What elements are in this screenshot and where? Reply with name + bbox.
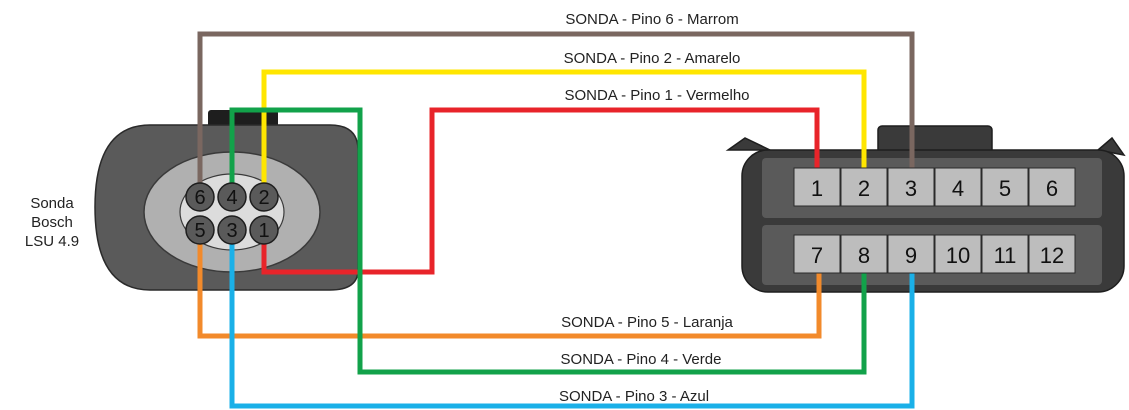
ecu-cell xyxy=(793,234,841,274)
wire-vermelho xyxy=(261,107,820,275)
sensor-pin-label: 4 xyxy=(226,187,237,209)
sensor-pin-6 xyxy=(185,182,215,212)
ecu-pin-label: 11 xyxy=(994,243,1017,268)
sensor-pin-label: 2 xyxy=(258,187,269,209)
sensor-pin-2 xyxy=(249,182,279,212)
ecu-pin-label: 3 xyxy=(905,176,917,201)
wire-label-laranja: SONDA - Pino 5 - Laranja xyxy=(561,314,733,331)
ecu-pin-label: 9 xyxy=(905,243,917,268)
ecu-cell xyxy=(887,167,935,207)
ecu-cell xyxy=(1028,167,1076,207)
ecu-pin-label: 5 xyxy=(999,176,1011,201)
ecu-cell xyxy=(887,234,935,274)
sensor-pin-5 xyxy=(185,215,215,245)
wire-laranja xyxy=(197,232,822,339)
ecu-cell xyxy=(934,167,982,207)
ecu-pin-label: 12 xyxy=(1040,243,1064,268)
ecu-cell xyxy=(840,234,888,274)
wire-verde xyxy=(229,107,867,375)
sensor-label-line-3: LSU 4.9 xyxy=(25,233,79,250)
ecu-pin-label: 2 xyxy=(858,176,870,201)
ecu-cell xyxy=(981,167,1029,207)
sensor-label-line-1: Sonda xyxy=(30,195,74,212)
wire-azul xyxy=(229,232,915,409)
ecu-pin-label: 8 xyxy=(858,243,870,268)
ecu-pin-label: 10 xyxy=(946,243,970,268)
wire-label-azul: SONDA - Pino 3 - Azul xyxy=(559,388,709,405)
wire-labels: SONDA - Pino 6 - Marrom SONDA - Pino 2 -… xyxy=(559,11,750,405)
ecu-pin-label: 6 xyxy=(1046,176,1058,201)
ecu-cell xyxy=(1028,234,1076,274)
wire-label-amarelo: SONDA - Pino 2 - Amarelo xyxy=(564,50,741,67)
sensor-pins: 6 4 2 5 3 1 xyxy=(185,182,279,245)
wire-label-vermelho: SONDA - Pino 1 - Vermelho xyxy=(564,87,749,104)
wire-marrom xyxy=(197,31,915,197)
wires xyxy=(197,31,915,409)
sensor-pin-label: 1 xyxy=(258,220,269,242)
ecu-cell xyxy=(840,167,888,207)
sensor-pin-label: 5 xyxy=(194,220,205,242)
sensor-pin-4 xyxy=(217,182,247,212)
ecu-cell xyxy=(981,234,1029,274)
ecu-pin-label: 1 xyxy=(811,176,823,201)
sensor-label: Sonda Bosch LSU 4.9 xyxy=(25,195,79,250)
ecu-cells: 1 2 3 4 5 6 7 8 9 10 11 12 xyxy=(793,167,1076,274)
ecu-pin-label: 7 xyxy=(811,243,823,268)
sensor-pin-label: 3 xyxy=(226,220,237,242)
ecu-tab-left xyxy=(725,137,771,151)
sensor-pin-label: 6 xyxy=(194,187,205,209)
wire-label-verde: SONDA - Pino 4 - Verde xyxy=(561,351,722,368)
ecu-cell xyxy=(934,234,982,274)
sensor-pin-3 xyxy=(217,215,247,245)
sensor-label-line-2: Bosch xyxy=(31,214,73,231)
wire-label-marrom: SONDA - Pino 6 - Marrom xyxy=(565,11,738,28)
sensor-pin-1 xyxy=(249,215,279,245)
ecu-pin-label: 4 xyxy=(952,176,964,201)
wire-amarelo xyxy=(261,69,867,197)
ecu-cell xyxy=(793,167,841,207)
